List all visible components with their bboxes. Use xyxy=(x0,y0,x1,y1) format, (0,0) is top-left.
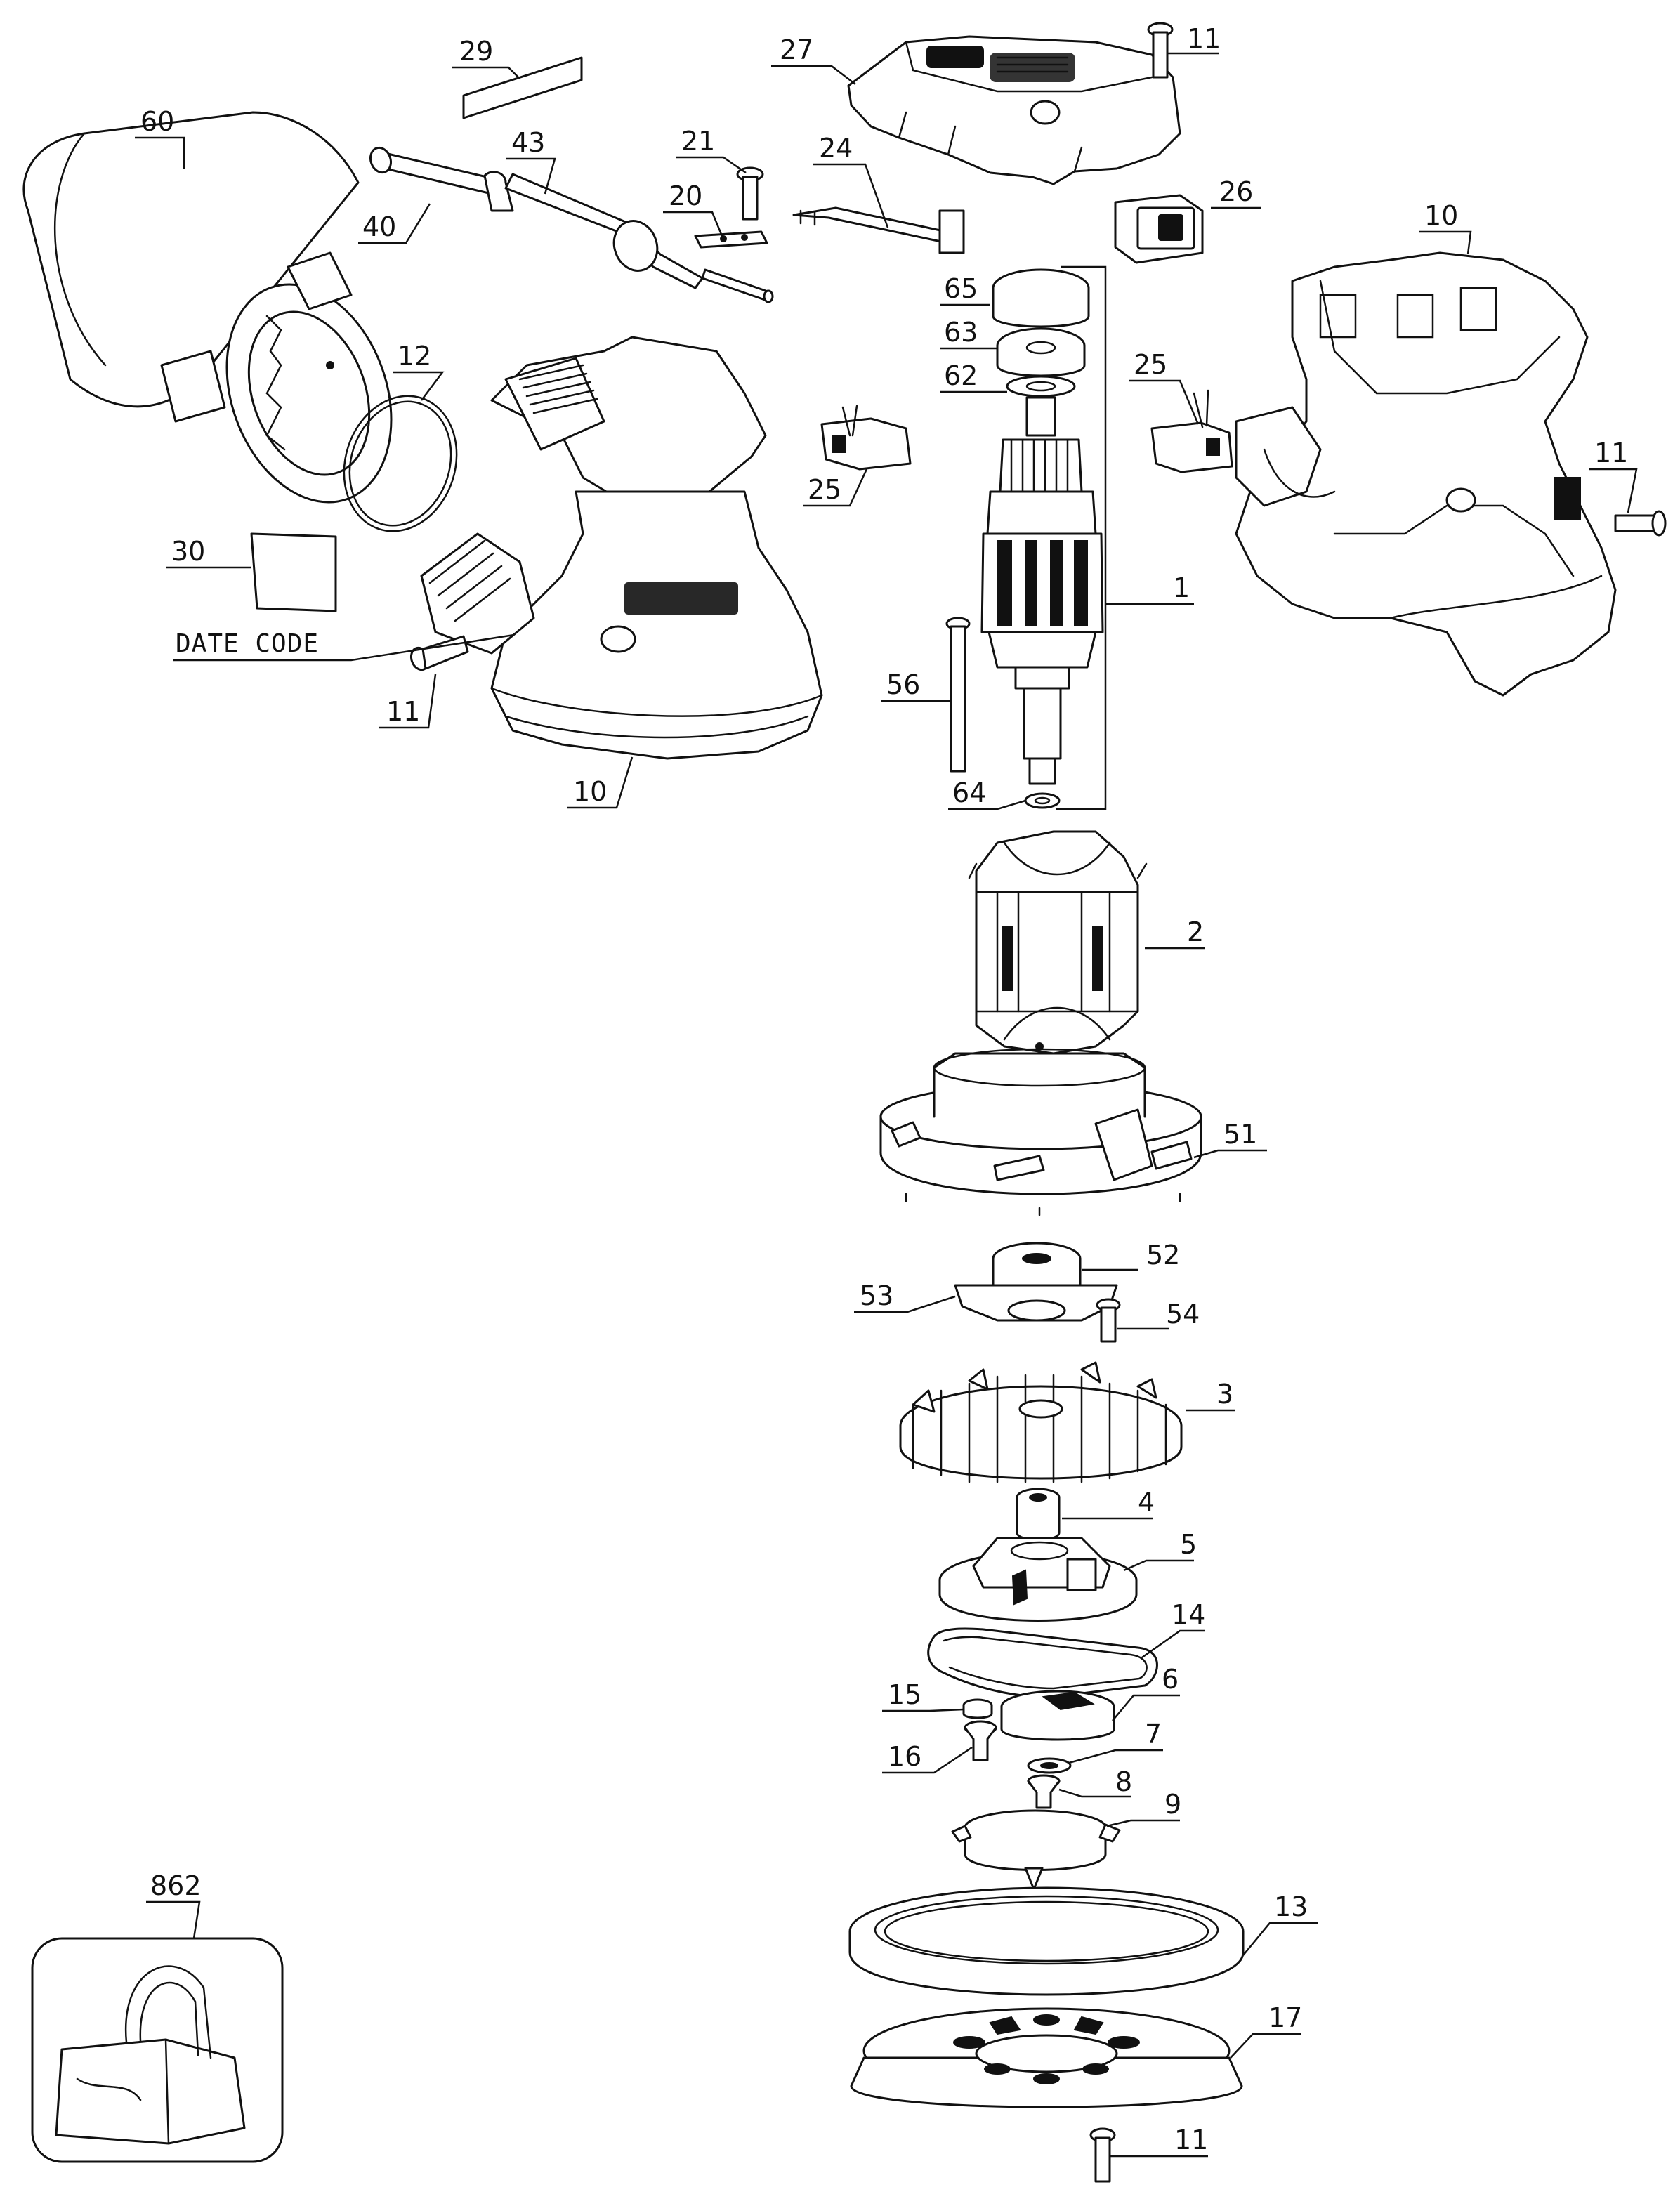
label-4: 4 xyxy=(1138,1487,1155,1518)
label-56: 56 xyxy=(886,669,920,700)
part-11-screw-left xyxy=(409,635,469,671)
part-7-washer xyxy=(1027,1757,1072,1774)
label-11-bottom: 11 xyxy=(1174,2125,1208,2155)
label-64: 64 xyxy=(952,777,986,808)
label-10-left: 10 xyxy=(573,776,607,807)
part-30-label xyxy=(250,532,337,612)
part-27-top-cover xyxy=(847,35,1181,185)
part-12-o-ring xyxy=(343,395,458,532)
part-14-seal xyxy=(927,1627,1158,1698)
part-51-bearing-housing xyxy=(879,1048,1202,1216)
label-25-right: 25 xyxy=(1134,349,1167,380)
part-1-armature xyxy=(980,268,1104,785)
label-20: 20 xyxy=(669,180,702,211)
part-8-screw xyxy=(1027,1774,1061,1809)
label-15: 15 xyxy=(888,1679,921,1710)
part-56-long-screw xyxy=(945,617,971,773)
label-11-right: 11 xyxy=(1594,438,1628,468)
label-10-right: 10 xyxy=(1424,200,1458,231)
part-16-screw xyxy=(964,1720,997,1761)
part-25-brush-holder-left xyxy=(820,405,912,471)
label-1: 1 xyxy=(1173,572,1190,603)
part-43-40-shaft xyxy=(369,146,774,303)
part-5-counterweight xyxy=(938,1537,1138,1622)
part-26-switch xyxy=(1114,194,1204,264)
label-7: 7 xyxy=(1145,1719,1162,1749)
label-24: 24 xyxy=(819,133,853,164)
part-13-shroud xyxy=(848,1886,1245,1996)
part-6-bearing xyxy=(1000,1690,1115,1741)
part-64-washer xyxy=(1024,792,1061,809)
callout-labels: 29 27 11 60 43 21 24 20 40 26 10 65 63 1… xyxy=(140,23,1628,2155)
label-6: 6 xyxy=(1162,1664,1179,1695)
label-25-left: 25 xyxy=(808,474,841,505)
label-2: 2 xyxy=(1187,917,1204,947)
label-54: 54 xyxy=(1166,1299,1200,1329)
part-53-retainer xyxy=(954,1284,1118,1322)
part-2-field-stator xyxy=(968,830,1148,1055)
label-52: 52 xyxy=(1146,1240,1180,1271)
label-12: 12 xyxy=(398,341,431,372)
label-26: 26 xyxy=(1219,176,1253,207)
label-14: 14 xyxy=(1172,1599,1205,1630)
label-30: 30 xyxy=(171,536,205,567)
label-43: 43 xyxy=(511,127,545,158)
label-40: 40 xyxy=(362,211,396,242)
part-60-dust-canister xyxy=(22,111,393,504)
label-65: 65 xyxy=(944,273,978,304)
label-9: 9 xyxy=(1164,1789,1181,1820)
part-17-sanding-pad xyxy=(850,2007,1243,2108)
label-62: 62 xyxy=(944,360,978,391)
part-11-screw-right xyxy=(1614,510,1667,537)
part-15-washer xyxy=(962,1698,993,1719)
label-11-top: 11 xyxy=(1187,23,1221,54)
label-862: 862 xyxy=(150,1870,202,1901)
label-date-code: DATE CODE xyxy=(176,629,319,658)
label-51: 51 xyxy=(1223,1119,1257,1150)
label-17: 17 xyxy=(1268,2002,1302,2033)
part-29-label xyxy=(462,56,583,119)
part-10-housing-right xyxy=(1235,251,1617,697)
label-5: 5 xyxy=(1180,1529,1197,1560)
part-21-screw xyxy=(736,166,764,221)
leader-lines xyxy=(135,52,1638,2158)
label-29: 29 xyxy=(459,36,493,67)
part-4-nut xyxy=(1016,1488,1061,1541)
label-13: 13 xyxy=(1274,1891,1308,1922)
label-16: 16 xyxy=(888,1741,921,1772)
part-25-brush-holder-right xyxy=(1150,389,1233,473)
part-11-screw-top xyxy=(1147,22,1174,79)
label-11-left: 11 xyxy=(386,696,420,727)
label-53: 53 xyxy=(860,1280,893,1311)
label-3: 3 xyxy=(1216,1379,1233,1410)
label-60: 60 xyxy=(140,106,174,137)
label-27: 27 xyxy=(780,34,813,65)
part-3-fan xyxy=(899,1361,1183,1483)
part-862-kit-bag xyxy=(31,1937,284,2163)
part-20-brush-plate xyxy=(694,230,768,249)
part-54-screw xyxy=(1096,1298,1121,1343)
part-10-housing-left xyxy=(420,336,823,760)
part-11-screw-bottom xyxy=(1089,2127,1116,2183)
label-63: 63 xyxy=(944,317,978,348)
label-8: 8 xyxy=(1115,1766,1132,1797)
part-9-pad-holder xyxy=(951,1809,1121,1891)
label-21: 21 xyxy=(681,126,715,157)
part-24-wire xyxy=(792,206,965,254)
